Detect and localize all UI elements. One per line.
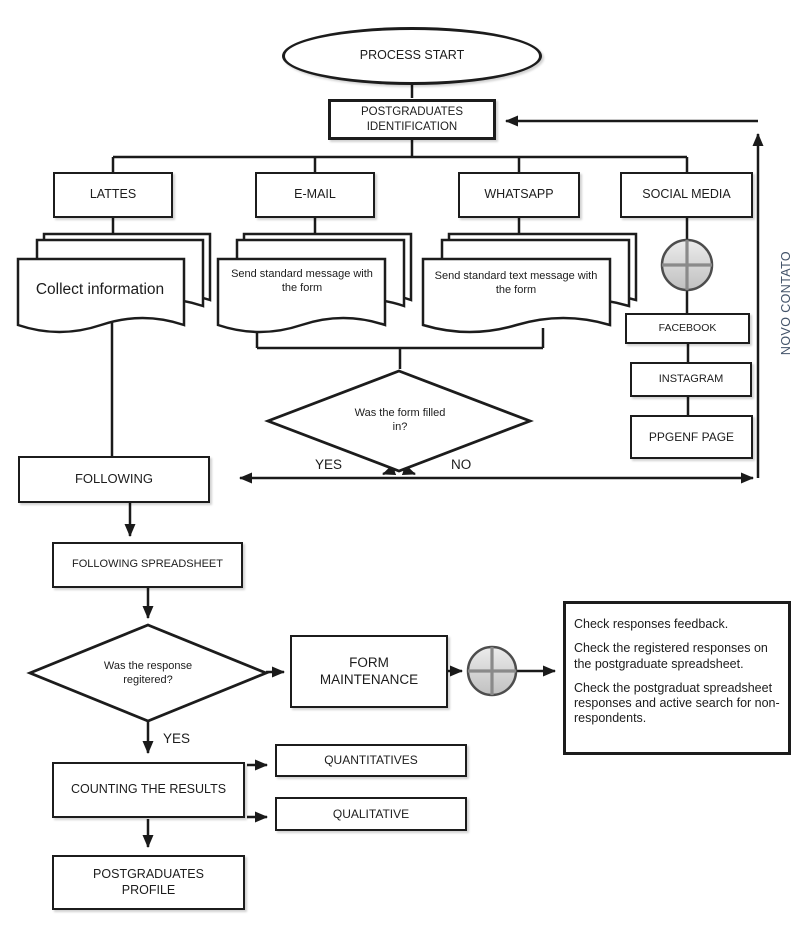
instagram-box: INSTAGRAM (630, 362, 752, 397)
quantitatives-label: QUANTITATIVES (324, 753, 418, 767)
facebook-label: FACEBOOK (658, 321, 717, 334)
document-stack-whatsapp (421, 232, 638, 334)
following-spreadsheet-box: FOLLOWING SPREADSHEET (52, 542, 243, 588)
decision-response-diamond (26, 623, 270, 723)
whatsapp-box: WHATSAPP (458, 172, 580, 218)
document-stack-lattes (16, 232, 212, 334)
decision-form-diamond (264, 369, 534, 473)
postgraduates-profile-label: POSTGRADUATES PROFILE (93, 866, 204, 897)
postgraduates-identification-box: POSTGRADUATES IDENTIFICATION (328, 99, 496, 140)
process-start-label: PROCESS START (359, 48, 465, 63)
maintenance-note-3: Check the postgraduat spreadsheet respon… (574, 680, 780, 726)
following-label: FOLLOWING (74, 471, 153, 487)
process-start-terminator: PROCESS START (282, 27, 542, 85)
whatsapp-label: WHATSAPP (484, 187, 554, 202)
email-message-document: Send standard message with the form (226, 262, 378, 300)
connector-circle-maintenance (466, 645, 518, 697)
social-media-box: SOCIAL MEDIA (620, 172, 753, 218)
qualitative-label: QUALITATIVE (332, 806, 410, 821)
maintenance-notes-box: Check responses feedback. Check the regi… (563, 601, 791, 755)
whatsapp-message-label: Send standard text message with the form (434, 269, 598, 296)
form-maintenance-label: FORM MAINTENANCE (319, 654, 419, 687)
connector-circle-social (660, 238, 714, 292)
following-spreadsheet-label: FOLLOWING SPREADSHEET (72, 558, 223, 571)
whatsapp-message-document: Send standard text message with the form (434, 264, 598, 302)
email-box: E-MAIL (255, 172, 375, 218)
decision-response-question-label: Was the response regitered? (103, 659, 193, 686)
decision-form-no-label: NO (451, 457, 472, 472)
qualitative-box: QUALITATIVE (275, 797, 467, 831)
social-media-label: SOCIAL MEDIA (642, 187, 731, 202)
collect-information-document: Collect information (35, 264, 165, 316)
novo-contato-label: NOVO CONTATO (779, 250, 793, 356)
quantitatives-box: QUANTITATIVES (275, 744, 467, 777)
maintenance-note-1: Check responses feedback. (574, 617, 729, 631)
decision-form-question: Was the form filled in? (339, 402, 461, 438)
email-message-label: Send standard message with the form (231, 267, 373, 294)
lattes-box: LATTES (53, 172, 173, 218)
counting-results-box: COUNTING THE RESULTS (52, 762, 245, 818)
form-maintenance-box: FORM MAINTENANCE (290, 635, 448, 708)
postgraduates-identification-label: POSTGRADUATES IDENTIFICATION (360, 106, 464, 133)
decision-form-question-label: Was the form filled in? (354, 406, 446, 433)
ppgenf-page-box: PPGENF PAGE (630, 415, 753, 459)
counting-results-label: COUNTING THE RESULTS (70, 782, 227, 797)
email-label: E-MAIL (294, 187, 336, 202)
postgraduates-profile-box: POSTGRADUATES PROFILE (52, 855, 245, 910)
facebook-box: FACEBOOK (625, 313, 750, 344)
connector-lines (110, 85, 764, 848)
decision-form-yes-label: YES (315, 457, 343, 472)
maintenance-note-2: Check the registered responses on the po… (574, 641, 768, 671)
collect-information-label: Collect information (35, 280, 165, 298)
decision-response-question: Was the response regitered? (87, 655, 209, 691)
ppgenf-page-label: PPGENF PAGE (648, 429, 735, 444)
document-stack-email (216, 232, 413, 334)
lattes-label: LATTES (89, 187, 137, 202)
decision-response-yes-label: YES (163, 731, 191, 746)
following-box: FOLLOWING (18, 456, 210, 503)
instagram-label: INSTAGRAM (658, 372, 724, 385)
